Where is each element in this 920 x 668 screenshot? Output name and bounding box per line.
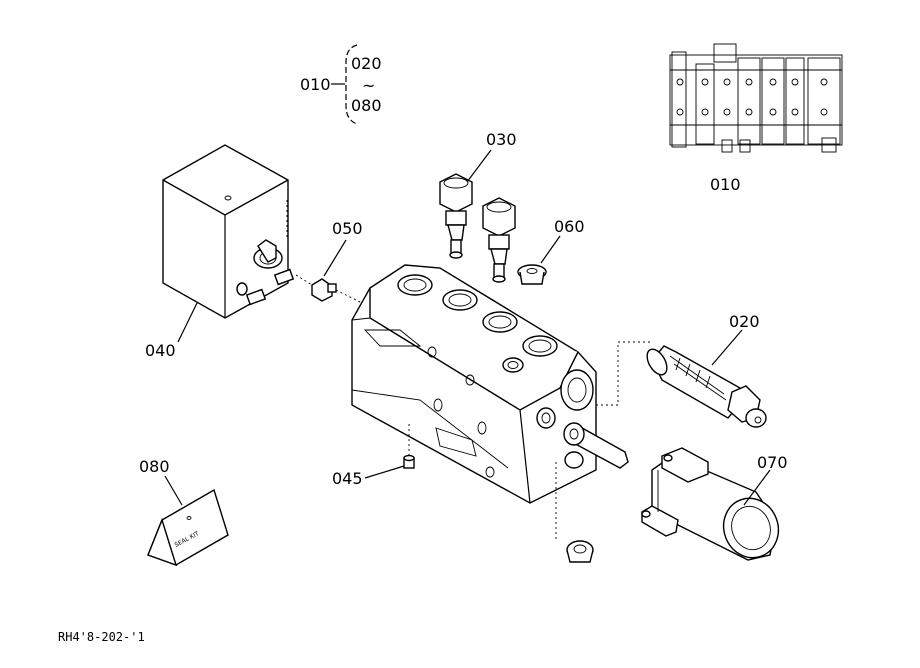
callout-060: 060 bbox=[554, 217, 585, 236]
part-060-plug bbox=[517, 264, 547, 285]
assembly-range-callout: 010 020 ~ 080 bbox=[300, 44, 382, 125]
callout-040: 040 bbox=[145, 341, 176, 360]
callout-050: 050 bbox=[332, 219, 363, 238]
part-020-relief-valve bbox=[596, 341, 767, 428]
callout-010: 010 bbox=[300, 75, 331, 94]
callout-020: 020 bbox=[729, 312, 760, 331]
part-045-pin bbox=[403, 424, 415, 469]
valve-stack-inset bbox=[669, 43, 843, 153]
callout-045: 045 bbox=[332, 469, 363, 488]
callout-range-start: 020 bbox=[351, 54, 382, 73]
part-080-seal-kit: SEAL KIT bbox=[147, 488, 229, 567]
valve-section-body bbox=[351, 264, 629, 504]
part-040-solenoid-block bbox=[162, 144, 295, 319]
inset-label-010: 010 bbox=[710, 175, 741, 194]
callout-range-sep: ~ bbox=[362, 76, 375, 95]
part-050-fitting bbox=[295, 274, 373, 309]
callout-070: 070 bbox=[757, 453, 788, 472]
callout-range-end: 080 bbox=[351, 96, 382, 115]
part-070-solenoid-coil bbox=[641, 447, 780, 561]
callout-080: 080 bbox=[139, 457, 170, 476]
part-030-cartridges bbox=[439, 173, 516, 283]
lower-plug bbox=[555, 462, 594, 563]
callout-030: 030 bbox=[486, 130, 517, 149]
drawing-code: RH4'8-202-'1 bbox=[58, 630, 145, 644]
